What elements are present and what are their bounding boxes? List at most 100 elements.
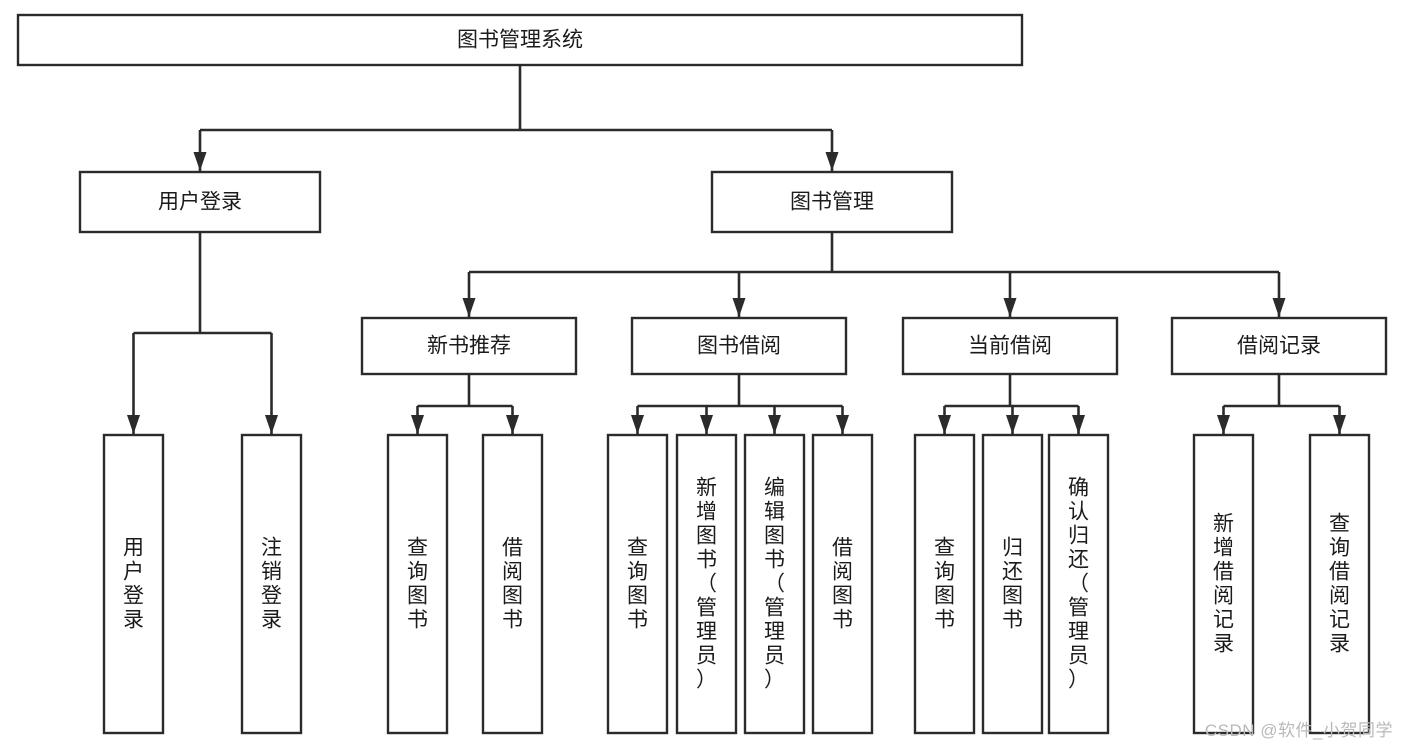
arrow-head-icon bbox=[1333, 415, 1346, 434]
arrow-head-icon bbox=[193, 152, 207, 171]
node-label-char: 图 bbox=[832, 585, 853, 608]
node-label-char: 询 bbox=[1329, 537, 1350, 560]
arrow-head-icon bbox=[1217, 415, 1230, 434]
node-label-char: 新 bbox=[1213, 513, 1234, 536]
arrow-head-icon bbox=[1006, 415, 1019, 434]
node-label-char: 还 bbox=[1068, 549, 1089, 572]
node-label-char: （ bbox=[696, 573, 717, 596]
node-label-char: 询 bbox=[627, 561, 648, 584]
node-label-char: 查 bbox=[1329, 513, 1350, 536]
node-label-char: 录 bbox=[1329, 633, 1350, 656]
node-label-char: 查 bbox=[627, 537, 648, 560]
node-leaf-user-login[interactable]: 用户登录 bbox=[102, 433, 165, 735]
arrow-head-icon bbox=[700, 415, 713, 434]
node-label-char: 增 bbox=[696, 501, 717, 524]
node-label: 当前借阅 bbox=[968, 335, 1052, 358]
node-label-char: 阅 bbox=[1213, 585, 1234, 608]
node-label-char: 图 bbox=[407, 585, 428, 608]
node-label: 图书管理系统 bbox=[457, 29, 583, 52]
node-label-char: 员 bbox=[696, 645, 717, 668]
node-label-char: 录 bbox=[1213, 633, 1234, 656]
node-label-char: 借 bbox=[1213, 561, 1234, 584]
node-boxes: 图书管理系统用户登录图书管理新书推荐图书借阅当前借阅借阅记录用户登录注销登录查询… bbox=[16, 13, 1388, 735]
node-label-char: 确 bbox=[1068, 477, 1089, 500]
node-label-char: 归 bbox=[1068, 525, 1089, 548]
node-label-char: 辑 bbox=[764, 501, 785, 524]
node-label-char: 图 bbox=[1002, 585, 1023, 608]
node-current-borrow[interactable]: 当前借阅 bbox=[901, 316, 1119, 376]
node-label-char: 借 bbox=[502, 537, 523, 560]
node-label-char: 借 bbox=[832, 537, 853, 560]
node-label: 图书管理 bbox=[790, 191, 874, 214]
node-label-char: 登 bbox=[261, 585, 282, 608]
arrow-head-icon bbox=[462, 298, 476, 317]
node-label-char: 书 bbox=[627, 609, 648, 632]
node-label-char: 注 bbox=[261, 537, 282, 560]
watermark-credit: CSDN @软件_小贺同学 bbox=[1204, 721, 1393, 740]
node-label-char: 管 bbox=[1068, 597, 1089, 620]
node-label: 借阅记录 bbox=[1237, 335, 1321, 358]
arrow-head-icon bbox=[1272, 298, 1286, 317]
node-label-char: ） bbox=[764, 669, 785, 692]
arrow-head-icon bbox=[1003, 298, 1017, 317]
node-label-char: 查 bbox=[934, 537, 955, 560]
node-label-char: 记 bbox=[1329, 609, 1350, 632]
node-label-char: 书 bbox=[764, 549, 785, 572]
node-book-manage[interactable]: 图书管理 bbox=[710, 170, 954, 234]
arrow-head-icon bbox=[1072, 415, 1085, 434]
node-label-char: 管 bbox=[764, 597, 785, 620]
node-label-char: 登 bbox=[123, 585, 144, 608]
arrow-head-icon bbox=[631, 415, 644, 434]
node-label-char: 借 bbox=[1329, 561, 1350, 584]
node-label-char: 理 bbox=[764, 621, 785, 644]
node-label-char: ） bbox=[696, 669, 717, 692]
node-label-char: 书 bbox=[832, 609, 853, 632]
node-label: 图书借阅 bbox=[697, 335, 781, 358]
node-label-char: （ bbox=[1068, 573, 1089, 596]
node-new-book-recommend[interactable]: 新书推荐 bbox=[360, 316, 578, 376]
node-label-char: 书 bbox=[1002, 609, 1023, 632]
node-label-char: 询 bbox=[934, 561, 955, 584]
node-label-char: 记 bbox=[1213, 609, 1234, 632]
node-label: 新书推荐 bbox=[427, 335, 511, 358]
node-label-char: 录 bbox=[261, 609, 282, 632]
node-label-char: 还 bbox=[1002, 561, 1023, 584]
node-user-login[interactable]: 用户登录 bbox=[78, 170, 322, 234]
node-label-char: 查 bbox=[407, 537, 428, 560]
node-label-char: 图 bbox=[502, 585, 523, 608]
arrow-head-icon bbox=[265, 415, 278, 434]
node-label-char: 新 bbox=[696, 477, 717, 500]
node-label-char: 图 bbox=[934, 585, 955, 608]
node-label-char: 书 bbox=[407, 609, 428, 632]
node-root-title[interactable]: 图书管理系统 bbox=[16, 13, 1024, 67]
node-label-char: 阅 bbox=[1329, 585, 1350, 608]
node-label-char: 书 bbox=[502, 609, 523, 632]
node-label-char: 理 bbox=[1068, 621, 1089, 644]
node-label-char: 归 bbox=[1002, 537, 1023, 560]
node-label-char: 管 bbox=[696, 597, 717, 620]
node-label-char: 增 bbox=[1213, 537, 1234, 560]
node-book-borrow[interactable]: 图书借阅 bbox=[630, 316, 848, 376]
node-label-char: 图 bbox=[627, 585, 648, 608]
node-label-char: 用 bbox=[123, 537, 144, 560]
node-label-char: 书 bbox=[696, 549, 717, 572]
node-label-char: 询 bbox=[407, 561, 428, 584]
node-label-char: 书 bbox=[934, 609, 955, 632]
node-label-char: 认 bbox=[1068, 501, 1089, 524]
node-label-char: 销 bbox=[261, 561, 282, 584]
node-borrow-record[interactable]: 借阅记录 bbox=[1170, 316, 1388, 376]
